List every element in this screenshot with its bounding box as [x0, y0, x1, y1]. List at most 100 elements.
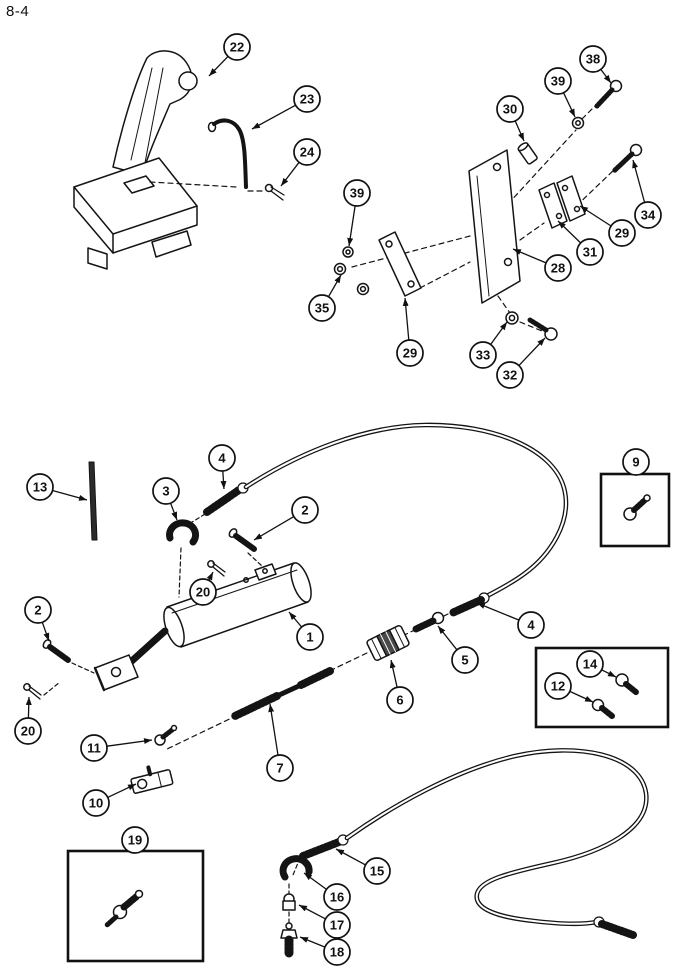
callout-7: 7: [266, 703, 294, 782]
inset-box-12-14: [534, 646, 670, 729]
svg-text:19: 19: [128, 833, 142, 848]
svg-text:2: 2: [34, 603, 41, 618]
svg-text:32: 32: [503, 368, 517, 383]
callout-29: 29: [396, 297, 424, 367]
inset-boxes: [66, 472, 671, 963]
cotter-upper: [207, 560, 226, 577]
svg-text:4: 4: [527, 618, 535, 633]
coupler-6: [366, 625, 410, 661]
svg-text:17: 17: [330, 918, 344, 933]
callout-22: 22: [208, 33, 251, 77]
svg-text:28: 28: [551, 261, 565, 276]
cotter-clip: [264, 183, 285, 201]
callout-39: 39: [544, 67, 576, 118]
callout-2: 2: [253, 496, 319, 541]
callout-39: 39: [343, 179, 371, 247]
svg-text:23: 23: [300, 92, 314, 107]
svg-text:30: 30: [503, 102, 517, 117]
callout-13: 13: [26, 473, 88, 501]
svg-text:31: 31: [583, 245, 597, 260]
svg-text:29: 29: [615, 226, 629, 241]
page-number: 8-4: [6, 3, 30, 20]
fitting-17: [282, 893, 296, 911]
svg-text:3: 3: [162, 484, 169, 499]
cable-rod-7: [231, 667, 334, 720]
cotter-lower: [23, 681, 61, 700]
svg-text:10: 10: [89, 796, 103, 811]
svg-text:13: 13: [33, 480, 47, 495]
bracket-assembly: [333, 79, 643, 341]
fitting-18: [280, 922, 298, 958]
svg-text:38: 38: [586, 52, 600, 67]
callout-29: 29: [579, 205, 636, 247]
callout-24: 24: [280, 138, 321, 187]
strip-13: [88, 461, 98, 541]
boxed-fitting-12: [591, 698, 615, 719]
svg-text:6: 6: [396, 693, 403, 708]
svg-text:9: 9: [632, 455, 639, 470]
svg-text:20: 20: [196, 585, 210, 600]
callout-3: 3: [152, 477, 180, 521]
callout-18: 18: [299, 936, 351, 966]
svg-text:1: 1: [306, 630, 313, 645]
cable-lower: [288, 748, 649, 939]
svg-text:33: 33: [476, 348, 490, 363]
callout-19: 19: [121, 826, 149, 854]
callout-16: 16: [303, 872, 351, 911]
clamp-16: [279, 855, 313, 881]
svg-text:14: 14: [583, 657, 598, 672]
callout-2: 2: [24, 596, 52, 642]
callout-20: 20: [189, 571, 217, 606]
svg-text:2: 2: [301, 503, 308, 518]
callout-17: 17: [298, 904, 351, 939]
svg-text:39: 39: [551, 74, 565, 89]
callout-11: 11: [80, 734, 153, 762]
svg-text:7: 7: [276, 761, 283, 776]
svg-text:20: 20: [21, 724, 35, 739]
boxed-fitting-19: [104, 889, 144, 928]
callout-12: 12: [544, 672, 594, 703]
callout-38: 38: [579, 45, 612, 84]
callout-10: 10: [82, 783, 137, 817]
svg-text:12: 12: [551, 679, 565, 694]
lever-assembly: [73, 50, 264, 270]
svg-text:22: 22: [230, 40, 244, 55]
svg-text:15: 15: [370, 864, 384, 879]
hydraulic-cylinder: [93, 562, 312, 692]
callout-14: 14: [576, 650, 617, 678]
pin-upper: [228, 528, 263, 567]
svg-text:16: 16: [330, 890, 344, 905]
callout-4: 4: [476, 602, 545, 639]
callout-30: 30: [496, 95, 525, 142]
svg-text:4: 4: [218, 451, 226, 466]
inset-box-19: [66, 849, 205, 963]
callout-15: 15: [335, 848, 391, 885]
pin-lower: [42, 639, 95, 674]
boxed-fitting-14: [615, 673, 640, 696]
callout-9: 9: [622, 448, 650, 476]
callout-33: 33: [469, 321, 508, 369]
callout-6: 6: [386, 659, 414, 714]
clamp-3: [166, 519, 200, 598]
callout-34: 34: [632, 159, 662, 229]
fitting-11: [154, 724, 178, 746]
callout-23: 23: [251, 85, 321, 130]
boxed-fitting-9: [623, 494, 651, 521]
callout-5: 5: [437, 625, 479, 674]
callout-1: 1: [288, 611, 324, 651]
callout-4: 4: [208, 444, 236, 490]
callout-32: 32: [496, 337, 546, 389]
lever-rod: [207, 118, 248, 189]
clamp-10: [130, 765, 174, 794]
callout-31: 31: [557, 220, 604, 266]
svg-text:35: 35: [315, 301, 329, 316]
callout-28: 28: [512, 248, 572, 282]
callout-20: 20: [14, 696, 42, 745]
svg-text:29: 29: [403, 346, 417, 361]
svg-text:18: 18: [330, 945, 344, 960]
cable-upper: [188, 422, 569, 617]
svg-text:39: 39: [350, 186, 364, 201]
